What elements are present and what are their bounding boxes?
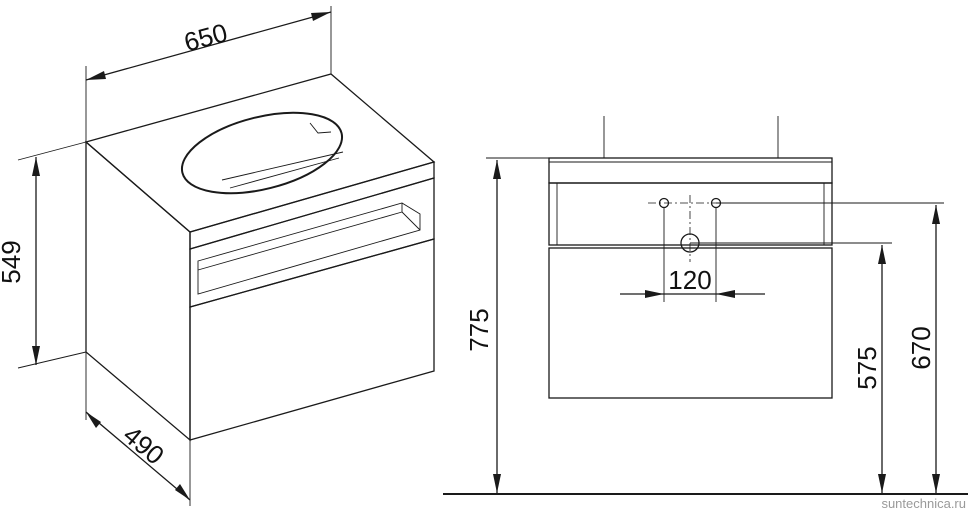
front-open-niche [548, 182, 833, 246]
front-drawer [548, 247, 833, 399]
dim-line-width [85, 11, 332, 81]
dim-spacing-label: 120 [668, 265, 711, 295]
open-shelf-inner [197, 202, 421, 295]
front-elevation-view: 120 775 575 670 [443, 116, 968, 495]
cabinet-left-side [85, 140, 191, 442]
drawer-front [189, 238, 435, 441]
dim-depth-label: 490 [118, 420, 171, 471]
watermark: suntechnica.ru [881, 496, 966, 511]
dim-drain-height-label: 575 [852, 346, 882, 389]
dim-pipe-height-label: 670 [906, 326, 936, 369]
vessel-basin [603, 116, 779, 159]
dim-height-label: 549 [0, 240, 26, 283]
dim-line-depth [85, 411, 191, 501]
dim-total-height-label: 775 [464, 308, 494, 351]
dim-width-label: 650 [181, 17, 231, 57]
basin-opening [180, 111, 344, 195]
countertop-front-edge [189, 161, 435, 250]
isometric-cabinet-view: 650 549 490 [0, 6, 436, 506]
